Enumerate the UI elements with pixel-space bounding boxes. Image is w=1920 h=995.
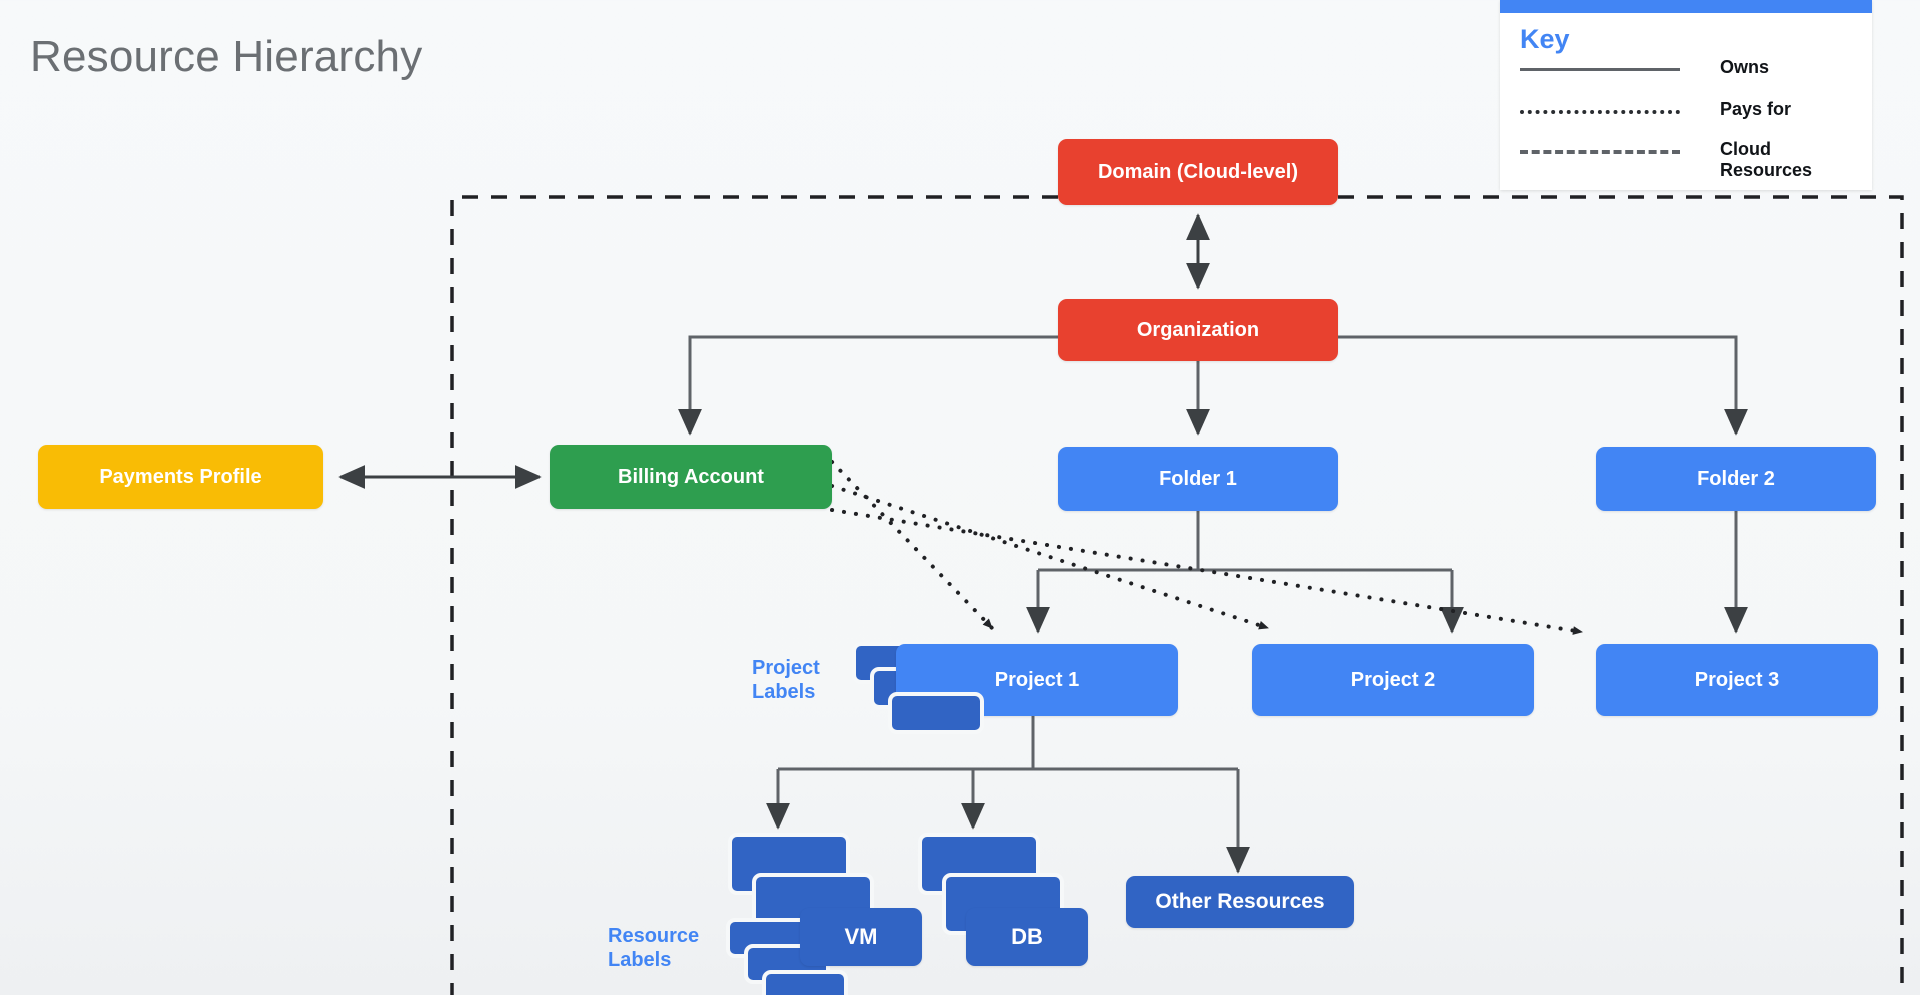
- key-label-owns: Owns: [1720, 57, 1770, 77]
- edge-billing-project2-paysfor: [830, 484, 1270, 630]
- node-db[interactable]: DB: [966, 908, 1088, 966]
- node-other-resources[interactable]: Other Resources: [1126, 876, 1354, 928]
- edge-folder1-bus: [1038, 511, 1452, 572]
- node-project-2[interactable]: Project 2: [1252, 644, 1534, 716]
- edge-billing-project1-paysfor: [830, 460, 994, 630]
- key-sample-solid-line: [1520, 68, 1680, 71]
- project-label-chip-front: [888, 692, 984, 734]
- key-sample-dashed-line: [1520, 150, 1680, 154]
- node-payments-profile[interactable]: Payments Profile: [38, 445, 323, 509]
- key-label-pays-for: Pays for: [1720, 99, 1792, 119]
- node-folder-1[interactable]: Folder 1: [1058, 447, 1338, 511]
- node-vm[interactable]: VM: [800, 908, 922, 966]
- node-folder-2[interactable]: Folder 2: [1596, 447, 1876, 511]
- key-title: Key: [1520, 24, 1570, 54]
- project-labels-caption: Project Labels: [752, 657, 820, 704]
- page-title: Resource Hierarchy: [30, 32, 423, 81]
- node-project-3[interactable]: Project 3: [1596, 644, 1878, 716]
- key-legend: Key Owns Pays for Cloud Resources: [1500, 0, 1872, 190]
- cloud-resources-boundary: [450, 195, 1904, 995]
- resource-label-chip-front: [762, 970, 848, 995]
- edge-organization-folder2: [1338, 335, 1748, 436]
- edge-project1-bus: [778, 716, 1238, 771]
- edge-organization-billing: [678, 335, 1058, 436]
- node-organization[interactable]: Organization: [1058, 299, 1338, 361]
- key-accent-bar: [1500, 0, 1872, 13]
- key-label-cloud-resources: Cloud Resources: [1720, 139, 1813, 181]
- node-billing-account[interactable]: Billing Account: [550, 445, 832, 509]
- key-sample-dotted-line: [1520, 110, 1680, 114]
- node-domain[interactable]: Domain (Cloud-level): [1058, 139, 1338, 205]
- resource-labels-caption: Resource Labels: [608, 925, 700, 972]
